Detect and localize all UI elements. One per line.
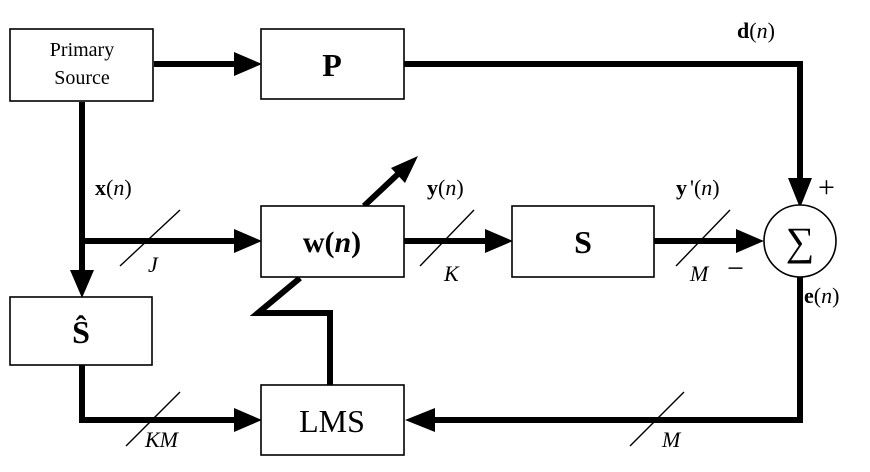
dimension-label-m-yprime: M bbox=[689, 261, 710, 286]
adaptation-arrowhead bbox=[391, 156, 418, 183]
signal-label-e: e(n) bbox=[804, 283, 839, 308]
arrowhead-into-summer-top bbox=[788, 178, 812, 208]
adaptation-arrow-shaft bbox=[361, 171, 401, 209]
lms-block: LMS bbox=[260, 384, 405, 456]
wire-p-to-summer bbox=[404, 61, 803, 180]
wire-lms-update bbox=[249, 275, 333, 385]
arrowhead-into-summer-left bbox=[736, 229, 764, 253]
adaptive-filter-block: w(n) bbox=[260, 205, 405, 278]
summing-junction: ∑ bbox=[763, 204, 837, 278]
summer-sigma: ∑ bbox=[786, 219, 815, 264]
arrowhead-into-w bbox=[234, 229, 262, 253]
secondary-path-label: S bbox=[574, 224, 592, 260]
lms-label: LMS bbox=[299, 403, 365, 439]
secondary-estimate-label: Ŝ bbox=[72, 314, 90, 350]
dimension-label-m-error: M bbox=[661, 427, 682, 452]
primary-source-label-line1: Primary bbox=[50, 39, 114, 61]
slash-x bbox=[119, 209, 181, 267]
primary-source-block: Primary Source bbox=[9, 28, 154, 102]
signal-label-d: d(n) bbox=[737, 18, 775, 43]
arrowhead-into-p bbox=[234, 52, 262, 76]
wire-error-feedback bbox=[434, 274, 803, 423]
dimension-label-j: J bbox=[148, 252, 159, 277]
arrowhead-into-lms-left bbox=[234, 408, 262, 432]
signal-label-x: x(n) bbox=[95, 175, 132, 200]
slash-yprime bbox=[675, 209, 731, 267]
signal-label-y-prime: y'(n) bbox=[676, 175, 720, 200]
summer-plus-sign: + bbox=[818, 171, 835, 204]
slash-y bbox=[419, 209, 475, 267]
dimension-label-k: K bbox=[443, 261, 460, 286]
primary-source-label-line2: Source bbox=[54, 67, 110, 89]
plant-p-block: P bbox=[260, 28, 405, 100]
signal-label-y: y(n) bbox=[427, 175, 464, 200]
secondary-path-block: S bbox=[511, 205, 655, 278]
adaptive-filter-label: w(n) bbox=[303, 226, 361, 259]
slash-filtered-ref bbox=[125, 391, 181, 447]
summer-minus-sign: − bbox=[727, 252, 744, 285]
secondary-estimate-block: Ŝ bbox=[9, 296, 153, 366]
arrowhead-into-s bbox=[485, 229, 513, 253]
dimension-label-km: KM bbox=[144, 427, 180, 452]
arrowhead-into-lms-right bbox=[405, 408, 435, 432]
slash-error bbox=[629, 391, 685, 447]
arrowhead-into-shat bbox=[70, 270, 94, 298]
plant-p-label: P bbox=[322, 47, 342, 83]
wire-shat-to-lms bbox=[79, 365, 236, 423]
